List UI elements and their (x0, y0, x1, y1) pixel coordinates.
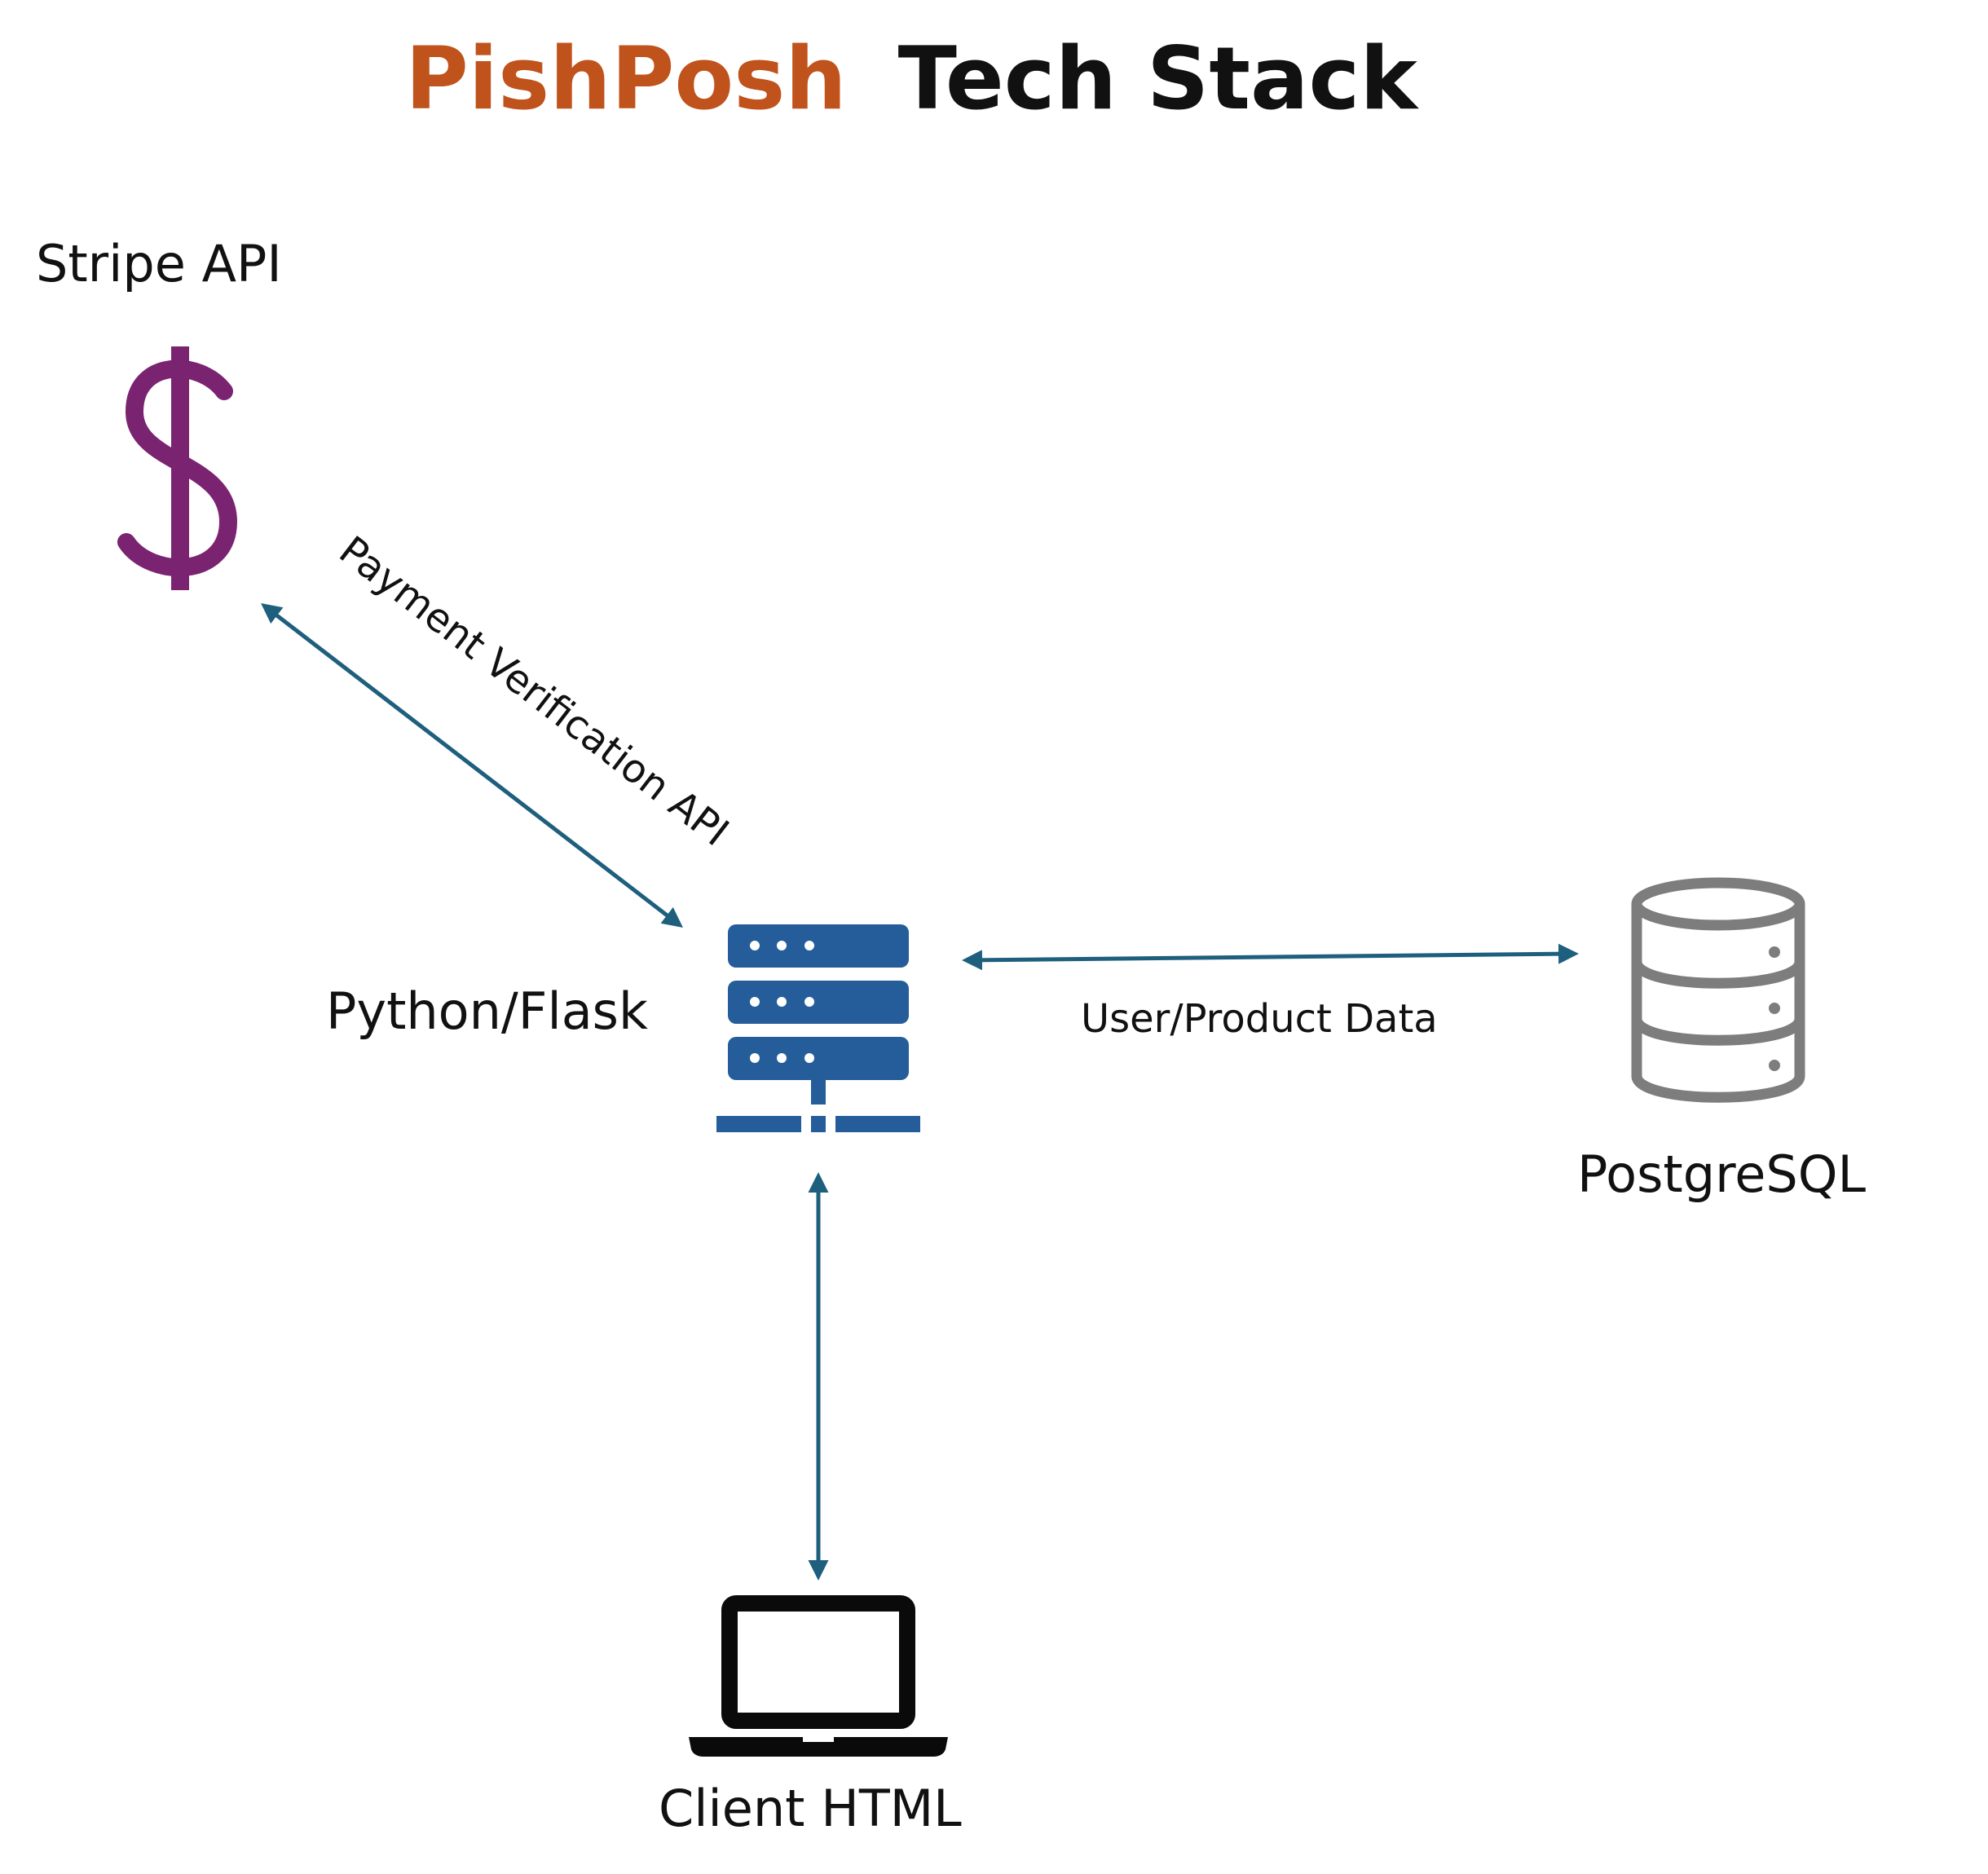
edge-payment: Payment Verification API (261, 527, 738, 928)
stripe-node: Stripe API (36, 234, 282, 590)
title-rest: Tech Stack (898, 29, 1420, 129)
server-node: Python/Flask (326, 924, 920, 1132)
title-brand: PishPosh (405, 29, 847, 129)
database-label: PostgreSQL (1577, 1144, 1867, 1204)
server-icon (716, 924, 920, 1132)
server-label: Python/Flask (326, 981, 648, 1041)
diagram-title: PishPosh Tech Stack (405, 29, 1419, 129)
payment-label: Payment Verification API (331, 527, 738, 855)
dollar-icon (117, 346, 238, 590)
laptop-icon (689, 1595, 948, 1757)
client-label: Client HTML (659, 1779, 962, 1838)
data-label: User/Product Data (1081, 996, 1438, 1042)
data-arrow (962, 943, 1579, 971)
edge-data: User/Product Data (962, 943, 1579, 1042)
payment-arrow (261, 602, 683, 928)
database-node: PostgreSQL (1577, 877, 1867, 1204)
client-node: Client HTML (659, 1595, 962, 1838)
database-icon (1631, 877, 1805, 1103)
stripe-label: Stripe API (36, 234, 282, 293)
